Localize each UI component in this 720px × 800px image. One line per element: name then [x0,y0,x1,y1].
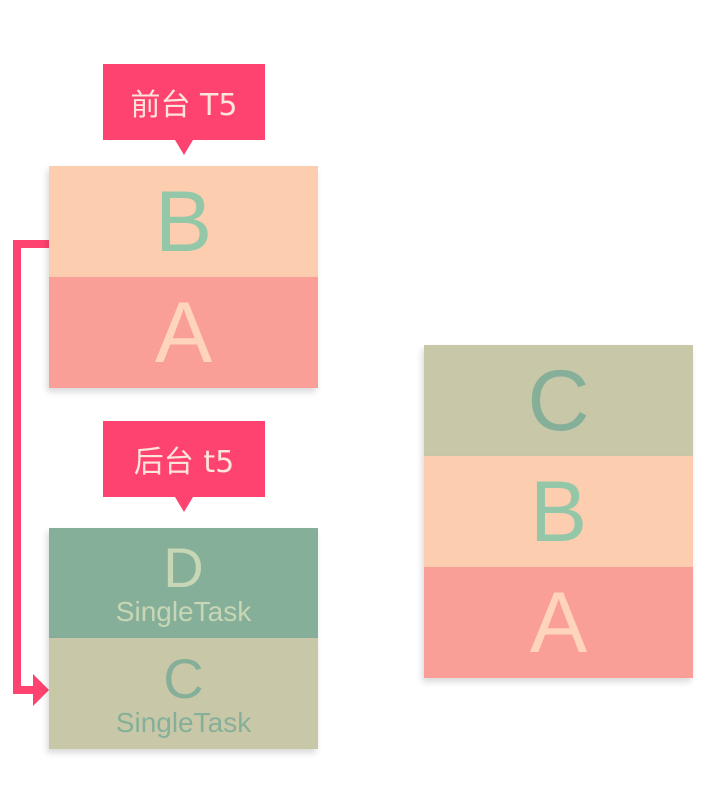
block-letter: C [527,352,590,449]
background-tag: 后台 t5 [103,421,265,512]
result-block-a: A [424,567,693,678]
background-block-c: C SingleTask [49,638,318,749]
block-letter: B [529,463,588,560]
connector-arrow-top [13,240,49,248]
block-letter: A [529,574,588,671]
block-sublabel: SingleTask [115,706,252,738]
block-sublabel: SingleTask [115,596,252,627]
block-letter: D [163,536,204,599]
result-block-b: B [424,456,693,567]
background-tag-label: 后台 t5 [133,445,235,480]
foreground-block-a: A [49,277,318,388]
block-letter: A [154,284,213,381]
block-letter: C [163,646,204,710]
block-letter: B [154,173,213,270]
foreground-tag-label: 前台 T5 [130,88,238,123]
foreground-block-b: B [49,166,318,277]
connector-arrow-bottom [13,686,35,694]
background-block-d: D SingleTask [49,528,318,638]
result-block-c: C [424,345,693,456]
connector-arrowhead-icon [33,674,49,706]
foreground-tag: 前台 T5 [103,64,265,155]
connector-arrow-vertical [13,240,21,694]
